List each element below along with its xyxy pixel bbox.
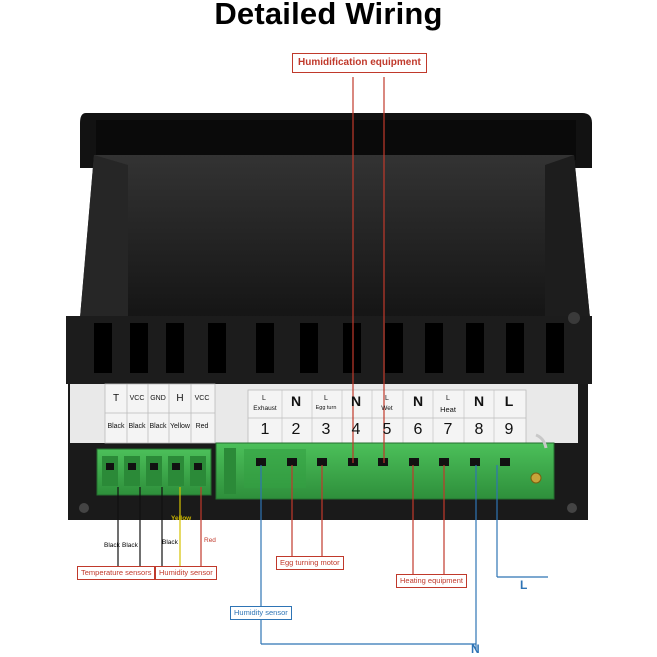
terminal-1-label: L	[262, 395, 266, 402]
terminal-1-sub: Exhaust	[253, 405, 277, 412]
egg-turning-motor-callout: Egg turning motor	[276, 556, 344, 570]
terminal-color-label: Red	[195, 423, 209, 430]
power-connector	[215, 433, 555, 500]
sensor-connector	[96, 448, 212, 496]
wire-label-black: Black	[162, 539, 178, 546]
neutral-line-label: N	[471, 642, 480, 656]
terminal-4-label: N	[350, 393, 362, 409]
terminal-7-label: L	[446, 395, 450, 402]
terminal-vcc-label: VCC	[129, 395, 145, 402]
terminal-color-label: Yellow	[170, 423, 190, 430]
terminal-number: 4	[351, 421, 361, 438]
load-wires	[260, 465, 548, 650]
terminal-vcc2-label: VCC	[194, 395, 210, 402]
terminal-3-label: L	[324, 395, 328, 402]
device-body	[66, 155, 592, 384]
page-title: Detailed Wiring	[214, 0, 443, 31]
terminal-5-sub: Wet	[381, 405, 393, 412]
terminal-6-label: N	[412, 393, 424, 409]
terminal-h-label: H	[176, 393, 184, 404]
terminal-5-label: L	[385, 395, 389, 402]
terminal-number: 2	[291, 421, 301, 438]
terminal-number: 9	[504, 421, 514, 438]
terminal-7-sub: Heat	[440, 405, 456, 414]
terminal-gnd-label: GND	[150, 395, 166, 402]
wire-label-yellow: Yellow	[171, 515, 192, 522]
terminal-3-sub: Egg turn	[315, 405, 337, 411]
front-bezel	[80, 113, 592, 168]
heating-equipment-callout: Heating equipment	[396, 574, 467, 588]
humidification-equipment-callout: Humidification equipment	[292, 53, 427, 73]
terminal-color-label: Black	[149, 423, 167, 430]
terminal-number: 3	[321, 421, 331, 438]
temperature-sensors-callout: Temperature sensors	[77, 566, 156, 580]
terminal-8-label: N	[473, 393, 485, 409]
humidity-sensor-blue-callout: Humidity sensor	[230, 606, 292, 620]
terminal-2-label: N	[290, 393, 302, 409]
wire-label-black: Black	[122, 542, 138, 549]
label-strip	[70, 383, 578, 444]
terminal-number: 1	[260, 421, 270, 438]
sensor-wires	[117, 487, 202, 566]
humidity-sensor-callout: Humidity sensor	[155, 566, 217, 580]
live-line-label: L	[520, 578, 528, 592]
terminal-number: 7	[443, 421, 453, 438]
terminal-9-label: L	[504, 393, 514, 409]
terminal-number: 5	[382, 421, 392, 438]
terminal-color-label: Black	[107, 423, 125, 430]
terminal-color-label: Black	[128, 423, 146, 430]
humidification-wires	[352, 77, 385, 463]
terminal-number: 6	[413, 421, 423, 438]
terminal-number: 8	[474, 421, 484, 438]
wire-label-black: Black	[104, 542, 120, 549]
vent-slots	[94, 312, 580, 373]
wire-label-red: Red	[204, 537, 216, 544]
terminal-t-label: T	[112, 393, 120, 404]
